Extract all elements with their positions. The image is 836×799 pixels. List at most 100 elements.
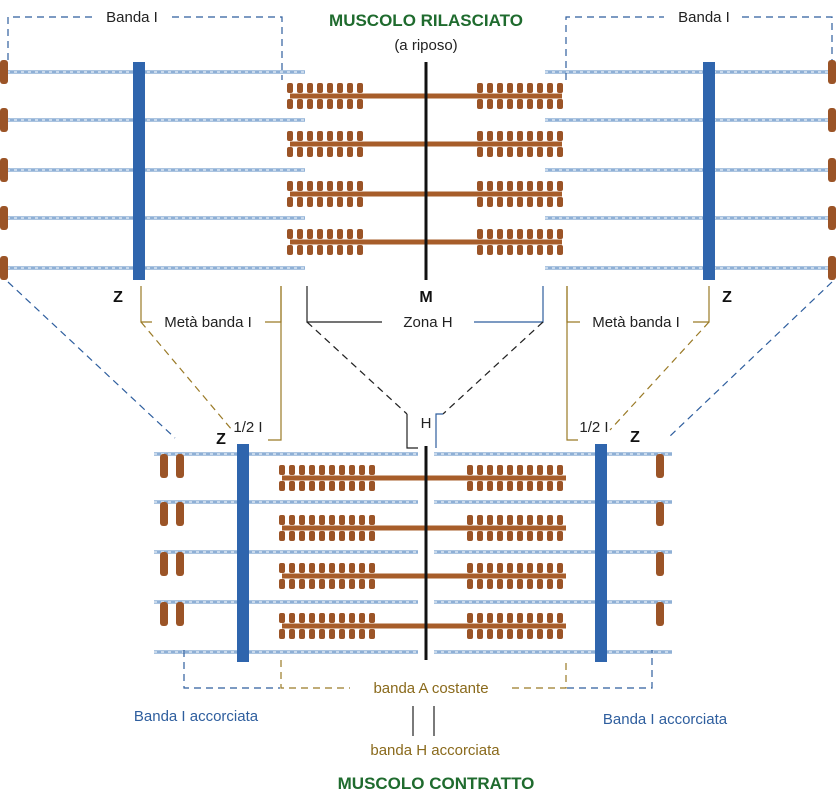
band-i-right-bracket-a <box>565 16 664 80</box>
myosin-head <box>547 245 553 255</box>
band-i-right-bracket-b <box>742 16 833 60</box>
myosin-head <box>557 465 563 475</box>
myosin-head <box>289 515 295 525</box>
myosin-head <box>287 197 293 207</box>
myosin-head <box>547 629 553 639</box>
myosin-head <box>327 131 333 141</box>
myosin-head <box>369 613 375 623</box>
myosin-head <box>289 563 295 573</box>
myosin-head <box>329 531 335 541</box>
relaxed-actin-filaments <box>0 70 836 270</box>
myosin-head <box>309 613 315 623</box>
myosin-edge-head <box>828 158 836 182</box>
connector-outer-right <box>667 281 833 439</box>
myosin-edge-head <box>176 454 184 478</box>
myosin-head <box>557 197 563 207</box>
myosin-head <box>527 197 533 207</box>
myosin-head <box>547 131 553 141</box>
myosin-head <box>547 531 553 541</box>
myosin-head <box>477 147 483 157</box>
myosin-head <box>477 131 483 141</box>
myosin-edge-head <box>656 552 664 576</box>
label-m-line: M <box>419 289 432 306</box>
myosin-head <box>359 481 365 491</box>
myosin-head <box>359 613 365 623</box>
label-band-a-constant: banda A costante <box>373 680 488 697</box>
myosin-head <box>477 229 483 239</box>
myosin-head <box>487 197 493 207</box>
myosin-head <box>507 147 513 157</box>
myosin-head <box>337 83 343 93</box>
myosin-head <box>547 563 553 573</box>
myosin-head <box>487 465 493 475</box>
myosin-head <box>279 531 285 541</box>
myosin-head <box>537 613 543 623</box>
myosin-edge-head <box>0 108 8 132</box>
half-i-right-vertical <box>566 286 578 441</box>
myosin-edge-head <box>160 502 168 526</box>
myosin-head <box>517 481 523 491</box>
myosin-head <box>307 147 313 157</box>
myosin-head <box>369 531 375 541</box>
connector-half-right <box>609 321 710 431</box>
myosin-head <box>557 147 563 157</box>
myosin-head <box>289 579 295 589</box>
title-relaxed: MUSCOLO RILASCIATO <box>329 11 523 30</box>
myosin-head <box>309 481 315 491</box>
myosin-head <box>507 629 513 639</box>
myosin-head <box>477 579 483 589</box>
half-band-right-tick-b <box>693 286 710 323</box>
myosin-head <box>357 197 363 207</box>
myosin-head <box>517 147 523 157</box>
myosin-head <box>527 83 533 93</box>
myosin-head <box>497 579 503 589</box>
myosin-head <box>537 481 543 491</box>
myosin-head <box>337 229 343 239</box>
contracted-actin-filaments <box>154 452 672 654</box>
myosin-head <box>329 515 335 525</box>
myosin-head <box>467 465 473 475</box>
myosin-head <box>497 613 503 623</box>
myosin-head <box>329 465 335 475</box>
myosin-head <box>369 515 375 525</box>
myosin-head <box>307 131 313 141</box>
myosin-head <box>557 99 563 109</box>
myosin-head <box>497 481 503 491</box>
myosin-edge-head <box>0 206 8 230</box>
myosin-head <box>507 229 513 239</box>
myosin-head <box>357 245 363 255</box>
myosin-head <box>507 99 513 109</box>
myosin-head <box>347 99 353 109</box>
myosin-head <box>507 131 513 141</box>
myosin-head <box>527 131 533 141</box>
myosin-head <box>537 515 543 525</box>
half-band-left-tick-a <box>140 286 152 323</box>
myosin-head <box>327 83 333 93</box>
label-band-i-short-right: Banda I accorciata <box>603 711 728 728</box>
myosin-head <box>319 629 325 639</box>
myosin-head <box>487 481 493 491</box>
myosin-head <box>319 563 325 573</box>
myosin-head <box>517 229 523 239</box>
myosin-head <box>527 531 533 541</box>
myosin-edge-head <box>0 256 8 280</box>
label-band-i-right: Banda I <box>678 9 730 26</box>
myosin-head <box>287 131 293 141</box>
myosin-head <box>309 515 315 525</box>
myosin-head <box>317 131 323 141</box>
myosin-head <box>547 465 553 475</box>
h-bracket-right <box>435 413 443 448</box>
myosin-head <box>289 531 295 541</box>
myosin-head <box>279 515 285 525</box>
connector-outer-left <box>7 281 176 439</box>
myosin-head <box>347 229 353 239</box>
band-i-left-bracket-b <box>172 16 283 80</box>
myosin-head <box>527 613 533 623</box>
myosin-head <box>337 131 343 141</box>
myosin-head <box>527 465 533 475</box>
label-band-i-left: Banda I <box>106 9 158 26</box>
myosin-head <box>369 563 375 573</box>
z-disc-top-left <box>133 62 145 280</box>
myosin-head <box>317 197 323 207</box>
relaxed-sarcomere <box>0 60 836 280</box>
